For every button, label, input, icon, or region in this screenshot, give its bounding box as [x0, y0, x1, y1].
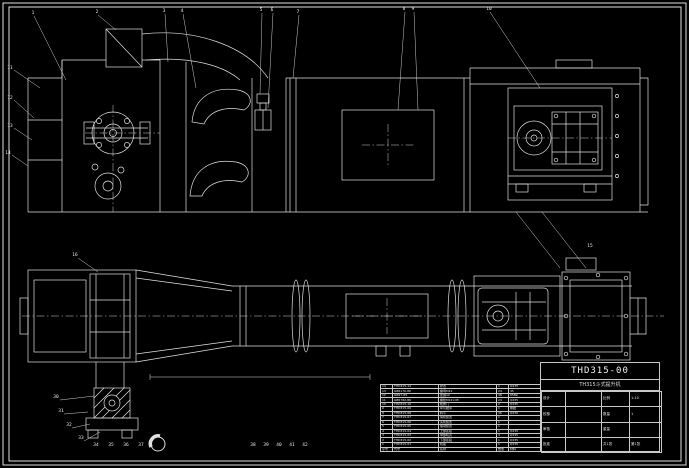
- leader-lines: [11, 11, 587, 442]
- elevation-view: [27, 28, 649, 213]
- callout-number: 2: [95, 9, 99, 15]
- drawing-number: THD315-00: [541, 363, 659, 380]
- title-block-row: 批准 共1张 第1张: [541, 436, 662, 454]
- centerlines: [22, 105, 664, 334]
- callout-number: 39: [263, 442, 269, 448]
- callout-number: 12: [7, 95, 13, 101]
- parts-header-qty: 数量: [496, 446, 509, 453]
- boot-detail-view: [85, 362, 166, 452]
- callout-number: 9: [411, 6, 415, 12]
- callout-number: 15: [587, 243, 593, 249]
- callout-number: 35: [108, 442, 114, 448]
- parts-header-row: 序号 代号 名称 数量 材料: [380, 446, 541, 453]
- callout-number: 40: [276, 442, 282, 448]
- callout-number: 42: [302, 442, 308, 448]
- callout-number: 41: [289, 442, 295, 448]
- callout-number: 5: [259, 7, 263, 13]
- callout-number: 6: [270, 7, 274, 13]
- parts-header-mat: 材料: [508, 446, 541, 453]
- callout-number: 8: [402, 6, 406, 12]
- callout-number: 38: [250, 442, 256, 448]
- parts-header-no: 序号: [380, 446, 393, 453]
- title-block-row: 审核 重量: [541, 421, 662, 438]
- callout-number: 11: [7, 65, 13, 71]
- title-block-row: 设计 比例 1:10: [541, 390, 662, 408]
- parts-header-name: 名称: [438, 446, 497, 453]
- callout-number: 37: [138, 442, 144, 448]
- plan-view: [19, 257, 647, 380]
- callout-number: 16: [72, 252, 78, 258]
- callout-number: 13: [7, 123, 13, 129]
- callout-number: 7: [296, 9, 300, 15]
- parts-row: 2 THD315-02 下部区段 1 Q235: [380, 437, 541, 443]
- parts-list-table: 14 THD315-14 护罩 1 Q235 13 GB6170-86 螺母M1…: [380, 383, 541, 453]
- callout-number: 1: [31, 10, 35, 16]
- callout-number: 34: [93, 442, 99, 448]
- callout-number: 30: [53, 394, 59, 400]
- drawing-title: TH315斗式提升机: [541, 380, 659, 391]
- callout-number: 31: [58, 408, 64, 414]
- callout-number: 32: [66, 422, 72, 428]
- callout-number: 3: [162, 8, 166, 14]
- callout-number: 36: [123, 442, 129, 448]
- parts-header-code: 代号: [392, 446, 439, 453]
- title-block-row: 校核 数量 1: [541, 406, 662, 423]
- callout-number: 14: [5, 150, 11, 156]
- callout-number: 4: [180, 8, 184, 14]
- callout-number: 10: [486, 6, 492, 12]
- title-block: THD315-00 TH315斗式提升机 设计 比例 1:10 校核 数量 1 …: [540, 362, 662, 454]
- title-block-grid: 设计 比例 1:10 校核 数量 1 审核 重量 批准 共1张 第1张: [541, 390, 662, 454]
- callout-number: 33: [78, 435, 84, 441]
